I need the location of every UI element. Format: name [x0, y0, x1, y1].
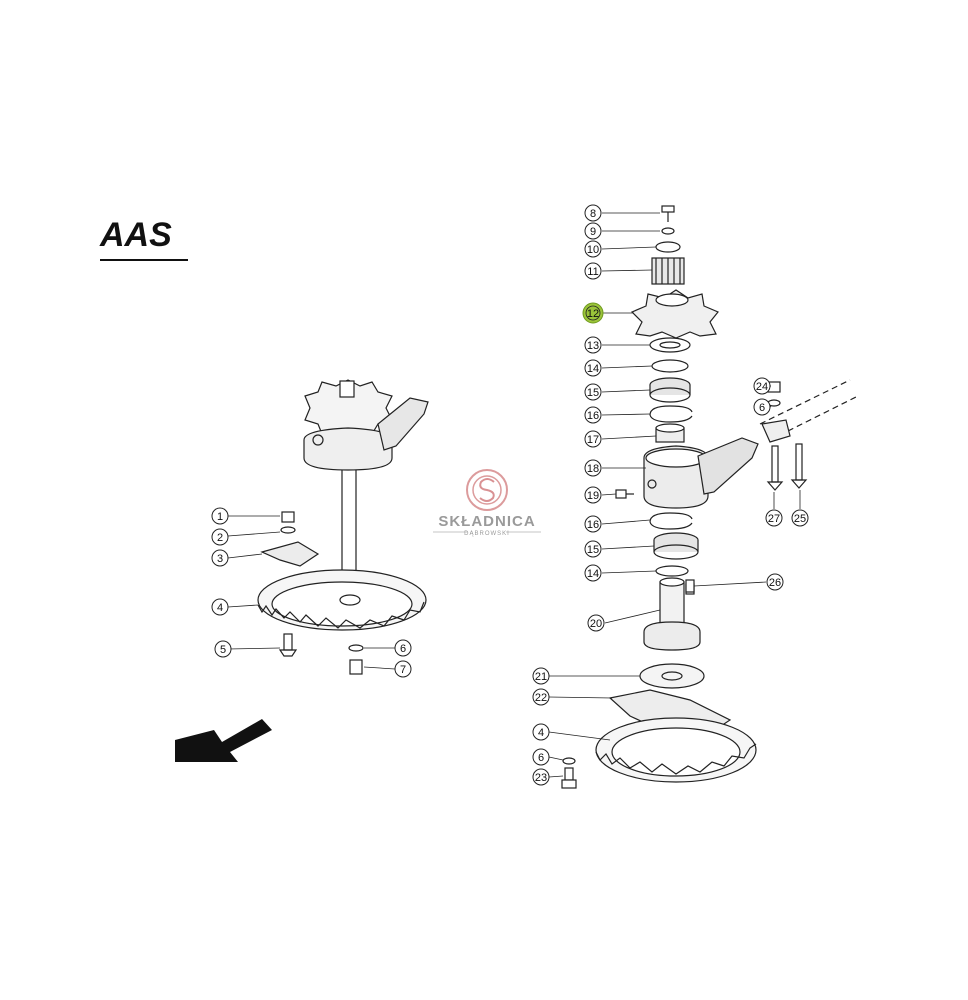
callout-15-lower: 15: [584, 540, 602, 558]
svg-text:25: 25: [794, 513, 806, 525]
callout-2: 2: [211, 528, 229, 546]
callout-21: 21: [532, 667, 550, 685]
callout-9: 9: [584, 222, 602, 240]
svg-text:6: 6: [759, 402, 765, 414]
callout-1: 1: [211, 507, 229, 525]
callout-17: 17: [584, 430, 602, 448]
callouts-left: 1 2 3 4 5 6 7: [211, 507, 412, 678]
svg-text:1: 1: [217, 511, 223, 523]
callout-6: 6: [394, 639, 412, 657]
svg-text:14: 14: [587, 568, 599, 580]
svg-text:21: 21: [535, 671, 547, 683]
callout-24: 24: [753, 377, 771, 395]
callout-8: 8: [584, 204, 602, 222]
svg-text:2: 2: [217, 532, 223, 544]
callout-15: 15: [584, 383, 602, 401]
callouts-aux: 24 6 27 25 26: [753, 377, 809, 591]
callout-6-aux: 6: [753, 398, 771, 416]
brand-logo-text: AAS: [99, 216, 172, 254]
watermark: SKŁADNICA DĄBROWSKI: [433, 469, 541, 537]
callout-13: 13: [584, 336, 602, 354]
svg-text:4: 4: [538, 727, 544, 739]
callout-20: 20: [587, 614, 605, 632]
callout-14: 14: [584, 359, 602, 377]
skladnica-logo-icon: [466, 469, 508, 511]
svg-text:18: 18: [587, 463, 599, 475]
svg-text:5: 5: [220, 644, 226, 656]
leader-lines: [227, 212, 801, 778]
svg-text:6: 6: [538, 752, 544, 764]
watermark-title: SKŁADNICA: [438, 513, 535, 530]
svg-text:17: 17: [587, 434, 599, 446]
svg-text:15: 15: [587, 544, 599, 556]
callout-27: 27: [765, 509, 783, 527]
callout-26: 26: [766, 573, 784, 591]
svg-text:6: 6: [400, 643, 406, 655]
callout-25: 25: [791, 509, 809, 527]
svg-text:24: 24: [756, 381, 768, 393]
callout-4-right: 4: [532, 723, 550, 741]
brand-logo: AAS: [99, 216, 188, 261]
callout-4: 4: [211, 598, 229, 616]
callouts-right: 8 9 10 11 12 13 14 15 16 17 18 19 16 15 …: [532, 204, 605, 786]
svg-text:15: 15: [587, 387, 599, 399]
callout-18: 18: [584, 459, 602, 477]
svg-text:16: 16: [587, 519, 599, 531]
callout-5: 5: [214, 640, 232, 658]
callout-16: 16: [584, 406, 602, 424]
svg-text:3: 3: [217, 553, 223, 565]
callout-10: 10: [584, 240, 602, 258]
callout-16-lower: 16: [584, 515, 602, 533]
callout-3: 3: [211, 549, 229, 567]
svg-text:19: 19: [587, 490, 599, 502]
callout-6-right: 6: [532, 748, 550, 766]
svg-text:12: 12: [587, 308, 599, 320]
right-exploded-drawing: [561, 205, 859, 789]
callout-7: 7: [394, 660, 412, 678]
svg-text:13: 13: [587, 340, 599, 352]
svg-text:16: 16: [587, 410, 599, 422]
callout-23: 23: [532, 768, 550, 786]
svg-text:27: 27: [768, 513, 780, 525]
callout-22: 22: [532, 688, 550, 706]
left-assembly-drawing: [257, 379, 429, 675]
svg-text:11: 11: [587, 266, 598, 278]
svg-text:9: 9: [590, 226, 596, 238]
svg-text:8: 8: [590, 208, 596, 220]
callout-14-lower: 14: [584, 564, 602, 582]
callout-19: 19: [584, 486, 602, 504]
svg-text:14: 14: [587, 363, 599, 375]
svg-text:4: 4: [217, 602, 223, 614]
svg-text:10: 10: [587, 244, 599, 256]
svg-text:26: 26: [769, 577, 781, 589]
svg-text:7: 7: [400, 664, 406, 676]
svg-text:22: 22: [535, 692, 547, 704]
arrow-down-left-icon: [175, 719, 272, 762]
callout-12-highlighted: 12: [582, 302, 604, 324]
svg-text:20: 20: [590, 618, 602, 630]
callout-11: 11: [584, 262, 602, 280]
watermark-subtitle: DĄBROWSKI: [464, 531, 510, 537]
svg-text:23: 23: [535, 772, 547, 784]
